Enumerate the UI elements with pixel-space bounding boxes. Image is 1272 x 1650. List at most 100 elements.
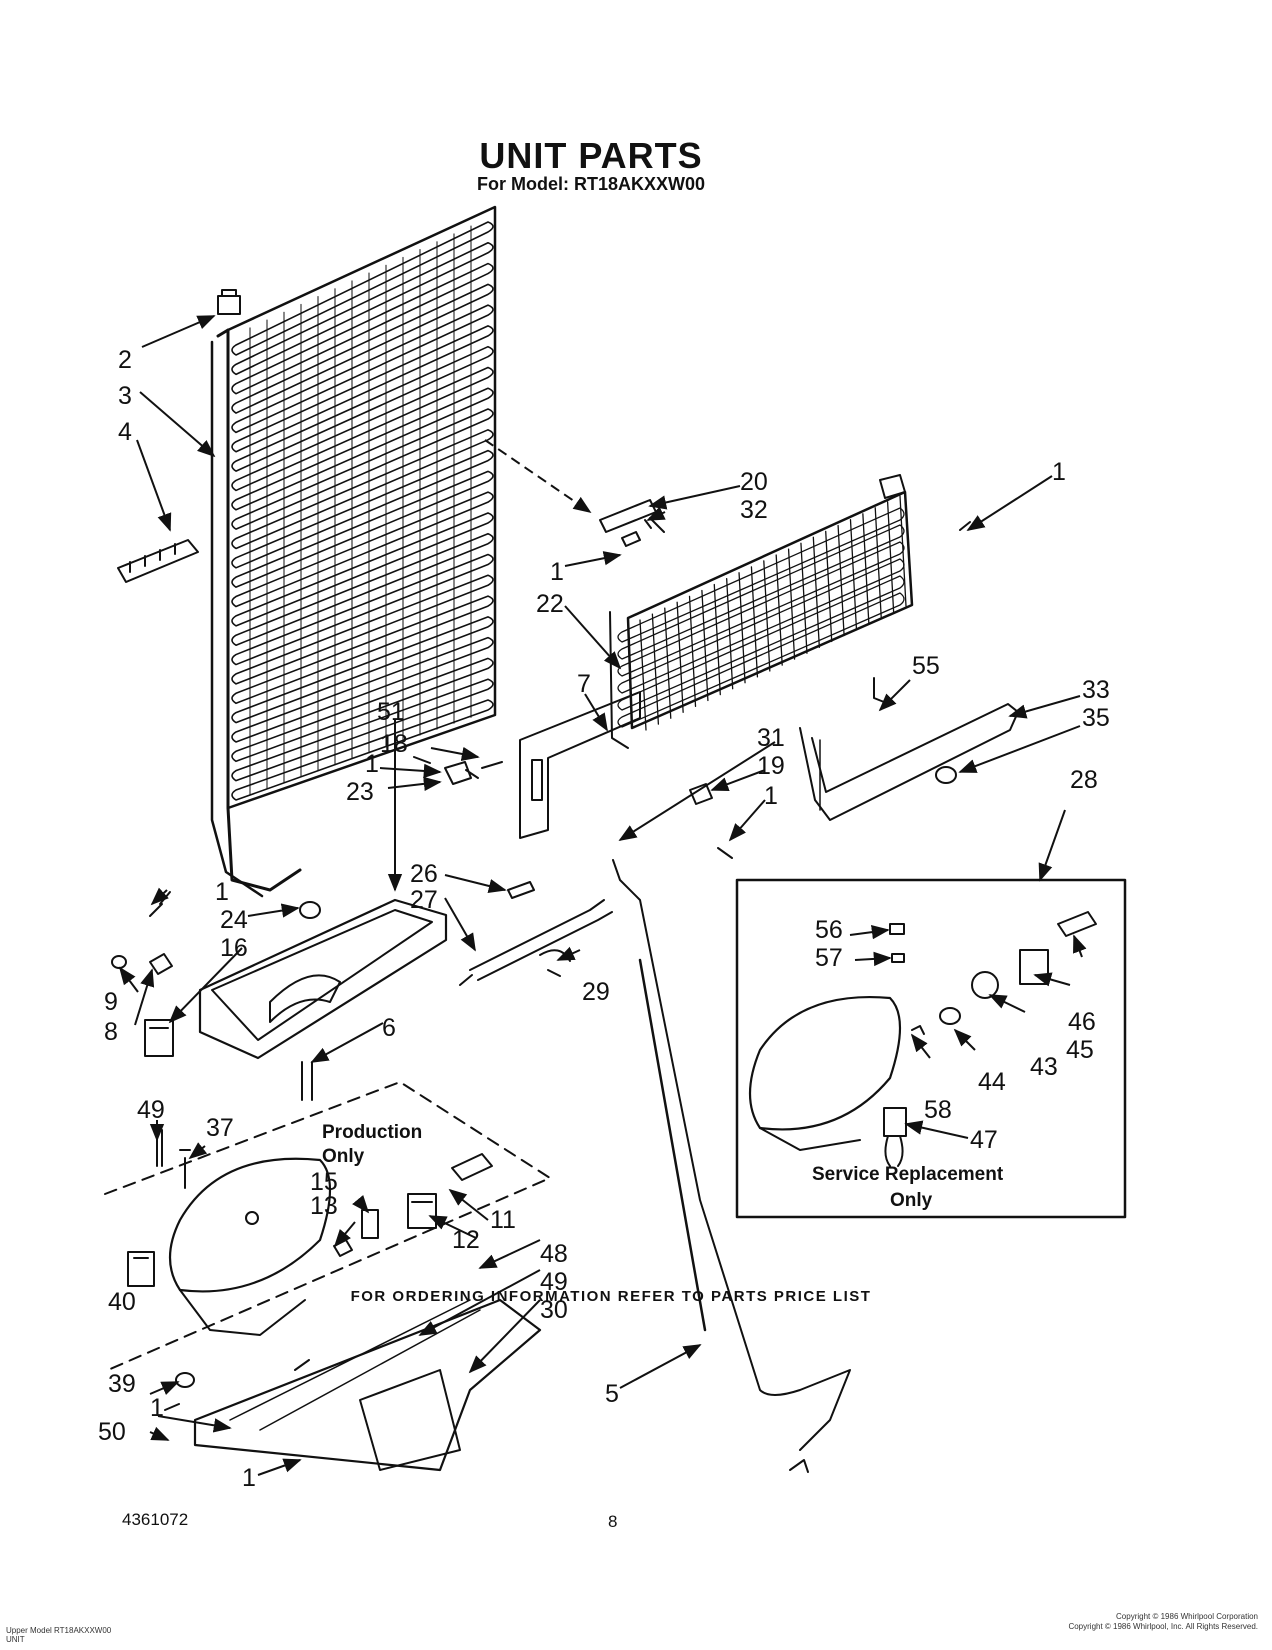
service-label-1: Service Replacement (812, 1164, 1004, 1185)
part-6-stud (301, 1061, 313, 1101)
part-23-clamp (444, 761, 479, 785)
service-replacement-box (735, 878, 1127, 1219)
fine-print-right: Copyright © 1986 Whirlpool Corporation C… (1068, 1612, 1258, 1632)
callout-43: 43 (1030, 1053, 1058, 1081)
part-56-nut (889, 923, 905, 935)
part-46-cover (1057, 911, 1097, 937)
drain-pan (198, 898, 448, 1060)
callout-35: 35 (1082, 704, 1110, 732)
callout-31: 31 (757, 724, 785, 752)
part-58-clip (911, 1025, 925, 1035)
part-11-cover (451, 1153, 493, 1181)
fine-print-left: Upper Model RT18AKXXW00 UNIT (6, 1626, 111, 1644)
part-7-bracket (519, 691, 641, 839)
callout-1d: 1 (365, 750, 379, 778)
fine-print-left-line: UNIT (6, 1635, 25, 1644)
part-35-clip (935, 766, 957, 784)
callout-57: 57 (815, 944, 843, 972)
callout-20: 20 (740, 468, 768, 496)
callout-32: 32 (740, 496, 768, 524)
page-number: 8 (608, 1512, 618, 1531)
part-45-overload (1019, 949, 1049, 985)
condenser-coil (210, 205, 497, 898)
callout-56: 56 (815, 916, 843, 944)
compressor (169, 1157, 332, 1336)
callout-5: 5 (605, 1380, 619, 1408)
callout-55: 55 (912, 652, 940, 680)
callout-47: 47 (970, 1126, 998, 1154)
part-12-overload (407, 1193, 437, 1229)
callout-50: 50 (98, 1418, 126, 1446)
part-57-washer (891, 953, 905, 963)
part-9-clip (111, 955, 127, 969)
callout-13: 13 (310, 1192, 338, 1220)
fine-print-right-line: Copyright © 1986 Whirlpool, Inc. All Rig… (1068, 1622, 1258, 1631)
model-subtitle: For Model: RT18AKXXW00 (476, 174, 706, 194)
callout-48: 48 (540, 1240, 568, 1268)
callout-37: 37 (206, 1114, 234, 1142)
callout-12: 12 (452, 1226, 480, 1254)
part-27-drier (459, 899, 613, 986)
part-26-tube (507, 881, 535, 899)
leader-lines (118, 315, 1087, 1476)
callout-7: 7 (577, 670, 591, 698)
callout-labels: 2 3 4 20 32 1 1 22 7 55 33 35 28 31 19 1… (98, 346, 1110, 1492)
document-number: 4361072 (122, 1510, 189, 1529)
callout-27: 27 (410, 886, 438, 914)
part-44-grommet (939, 1007, 961, 1025)
callout-1f: 1 (150, 1394, 164, 1422)
part-15-cap (361, 1209, 379, 1239)
part-31-tube (612, 859, 851, 1451)
screws (149, 521, 971, 1411)
callout-30: 30 (540, 1296, 568, 1324)
callout-23: 23 (346, 778, 374, 806)
part-37-stud (179, 1149, 191, 1189)
production-label-2: Only (322, 1146, 365, 1167)
callout-4: 4 (118, 418, 132, 446)
callout-1g: 1 (242, 1464, 256, 1492)
callout-1e: 1 (215, 878, 229, 906)
part-2-fitting (217, 289, 241, 315)
callout-39: 39 (108, 1370, 136, 1398)
service-compressor (748, 996, 902, 1151)
callout-26: 26 (410, 860, 438, 888)
part-43-relay (971, 971, 999, 999)
fine-print-right-line: Copyright © 1986 Whirlpool Corporation (1116, 1612, 1258, 1621)
callout-16: 16 (220, 934, 248, 962)
part-16-relay (144, 1019, 174, 1057)
part-24-grommet (299, 901, 321, 919)
callout-51: 51 (377, 698, 405, 726)
page-title: UNIT PARTS (479, 135, 703, 176)
callout-18: 18 (380, 730, 408, 758)
ordering-footer: FOR ORDERING INFORMATION REFER TO PARTS … (350, 1288, 872, 1305)
part-19-clamp (689, 783, 713, 805)
part-39-grommet (175, 1372, 195, 1388)
callout-29: 29 (582, 978, 610, 1006)
callout-6: 6 (382, 1014, 396, 1042)
callout-44: 44 (978, 1068, 1006, 1096)
production-label-1: Production (322, 1122, 422, 1143)
callout-2: 2 (118, 346, 132, 374)
production-area (104, 1081, 551, 1371)
part-33-heater (799, 703, 1019, 821)
part-8-clamp (149, 953, 173, 975)
callout-22: 22 (536, 590, 564, 618)
callout-49b: 49 (540, 1268, 568, 1296)
callout-1a: 1 (1052, 458, 1066, 486)
callout-45: 45 (1066, 1036, 1094, 1064)
part-47-capacitor (883, 1107, 907, 1167)
fine-print-left-line: Upper Model RT18AKXXW00 (6, 1626, 112, 1635)
callout-1b: 1 (550, 558, 564, 586)
callout-19: 19 (757, 752, 785, 780)
part-4-clip (117, 539, 199, 583)
callout-28: 28 (1070, 766, 1098, 794)
callout-46: 46 (1068, 1008, 1096, 1036)
callout-49a: 49 (137, 1096, 165, 1124)
base-frame (193, 1298, 542, 1472)
callout-1c: 1 (764, 782, 778, 810)
callout-33: 33 (1082, 676, 1110, 704)
part-5-tube (638, 958, 707, 1332)
callout-9: 9 (104, 988, 118, 1016)
callout-58: 58 (924, 1096, 952, 1124)
